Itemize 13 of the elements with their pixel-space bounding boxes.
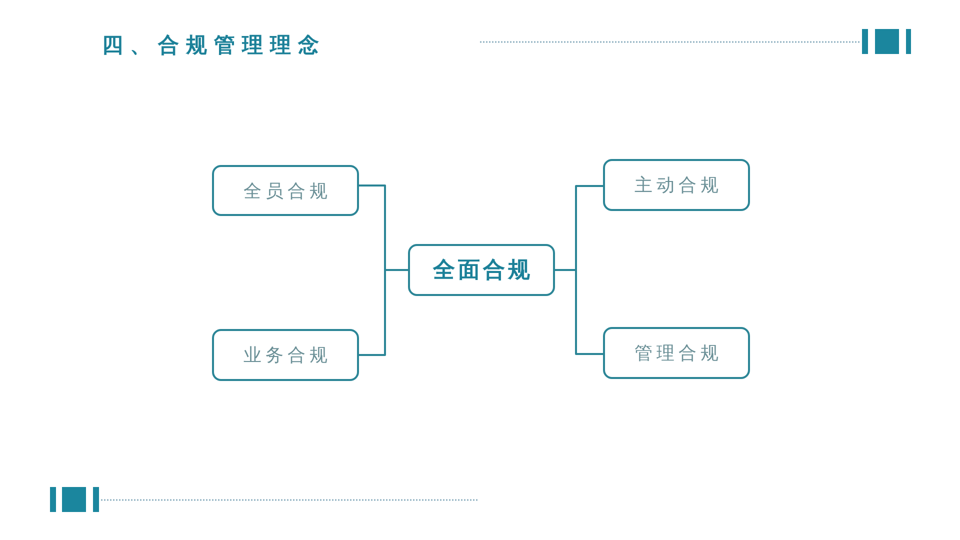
rounded-box	[603, 159, 750, 211]
rounded-box	[603, 327, 750, 379]
bracket-connector	[555, 269, 603, 355]
box-label: 全员合规	[244, 180, 332, 202]
box-label: 主动合规	[634, 174, 722, 197]
slide-title: 四、合规管理理念	[102, 32, 326, 59]
box-label: 业务合规	[244, 344, 332, 367]
rounded-box	[212, 165, 359, 216]
rounded-box	[212, 329, 359, 381]
bracket-connector	[359, 269, 408, 356]
box-label: 管理合规	[634, 342, 722, 365]
rounded-box	[408, 244, 555, 296]
box-label: 全面合规	[433, 258, 533, 282]
